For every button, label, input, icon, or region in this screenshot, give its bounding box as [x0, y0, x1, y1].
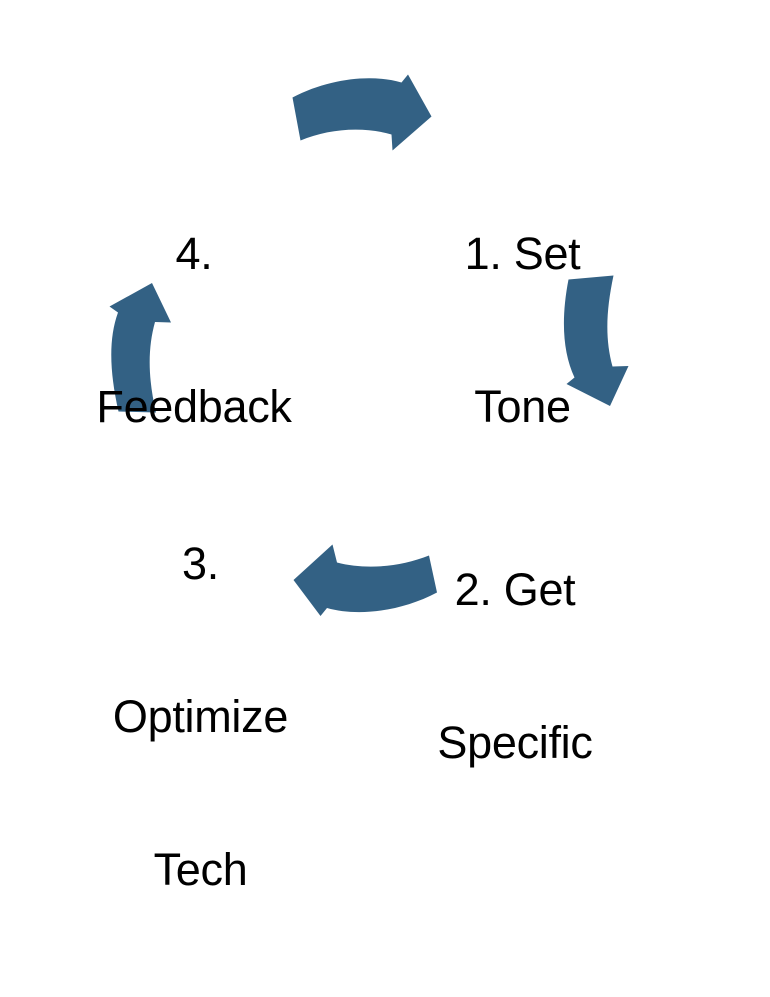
step-label-line: Tech: [153, 844, 248, 895]
step-label-line: 3.: [182, 538, 219, 589]
step-label-feedback: 4. Feedback: [78, 126, 310, 534]
step-label-line: Specific: [437, 717, 593, 768]
curved-arrow-left-icon: [293, 544, 437, 616]
curved-arrow-down-icon: [563, 275, 629, 406]
step-label-line: 4.: [175, 228, 213, 279]
step-label-get-specific: 2. Get Specific: [400, 462, 630, 870]
step-label-line: Optimize: [112, 691, 289, 742]
curved-arrow-up-icon: [109, 283, 171, 413]
step-label-set-tone: 1. Set Tone: [415, 126, 630, 534]
step-label-line: 1. Set: [464, 228, 581, 279]
curved-arrow-right-icon: [292, 74, 432, 151]
step-label-line: Feedback: [96, 381, 292, 432]
cycle-arrows-group: [109, 74, 629, 616]
step-label-line: Tone: [474, 381, 571, 432]
cycle-diagram: 1. Set Tone 2. Get Specific 3. Optimize …: [78, 74, 630, 895]
step-label-line: 2. Get: [454, 564, 576, 615]
